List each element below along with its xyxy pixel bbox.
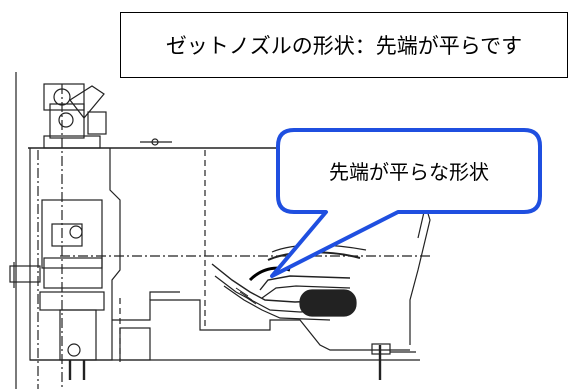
callout-label: 先端が平らな形状 xyxy=(278,136,540,204)
top-valve-assembly xyxy=(43,83,172,149)
title-text: ゼットノズルの形状：先端が平らです xyxy=(165,34,523,58)
flat-nozzle-tip xyxy=(211,244,367,321)
callout-bubble xyxy=(270,128,542,278)
title-box: ゼットノズルの形状：先端が平らです xyxy=(120,12,568,78)
callout-label-text: 先端が平らな形状 xyxy=(329,159,489,184)
left-housing xyxy=(9,148,121,380)
base-structure xyxy=(112,291,416,380)
